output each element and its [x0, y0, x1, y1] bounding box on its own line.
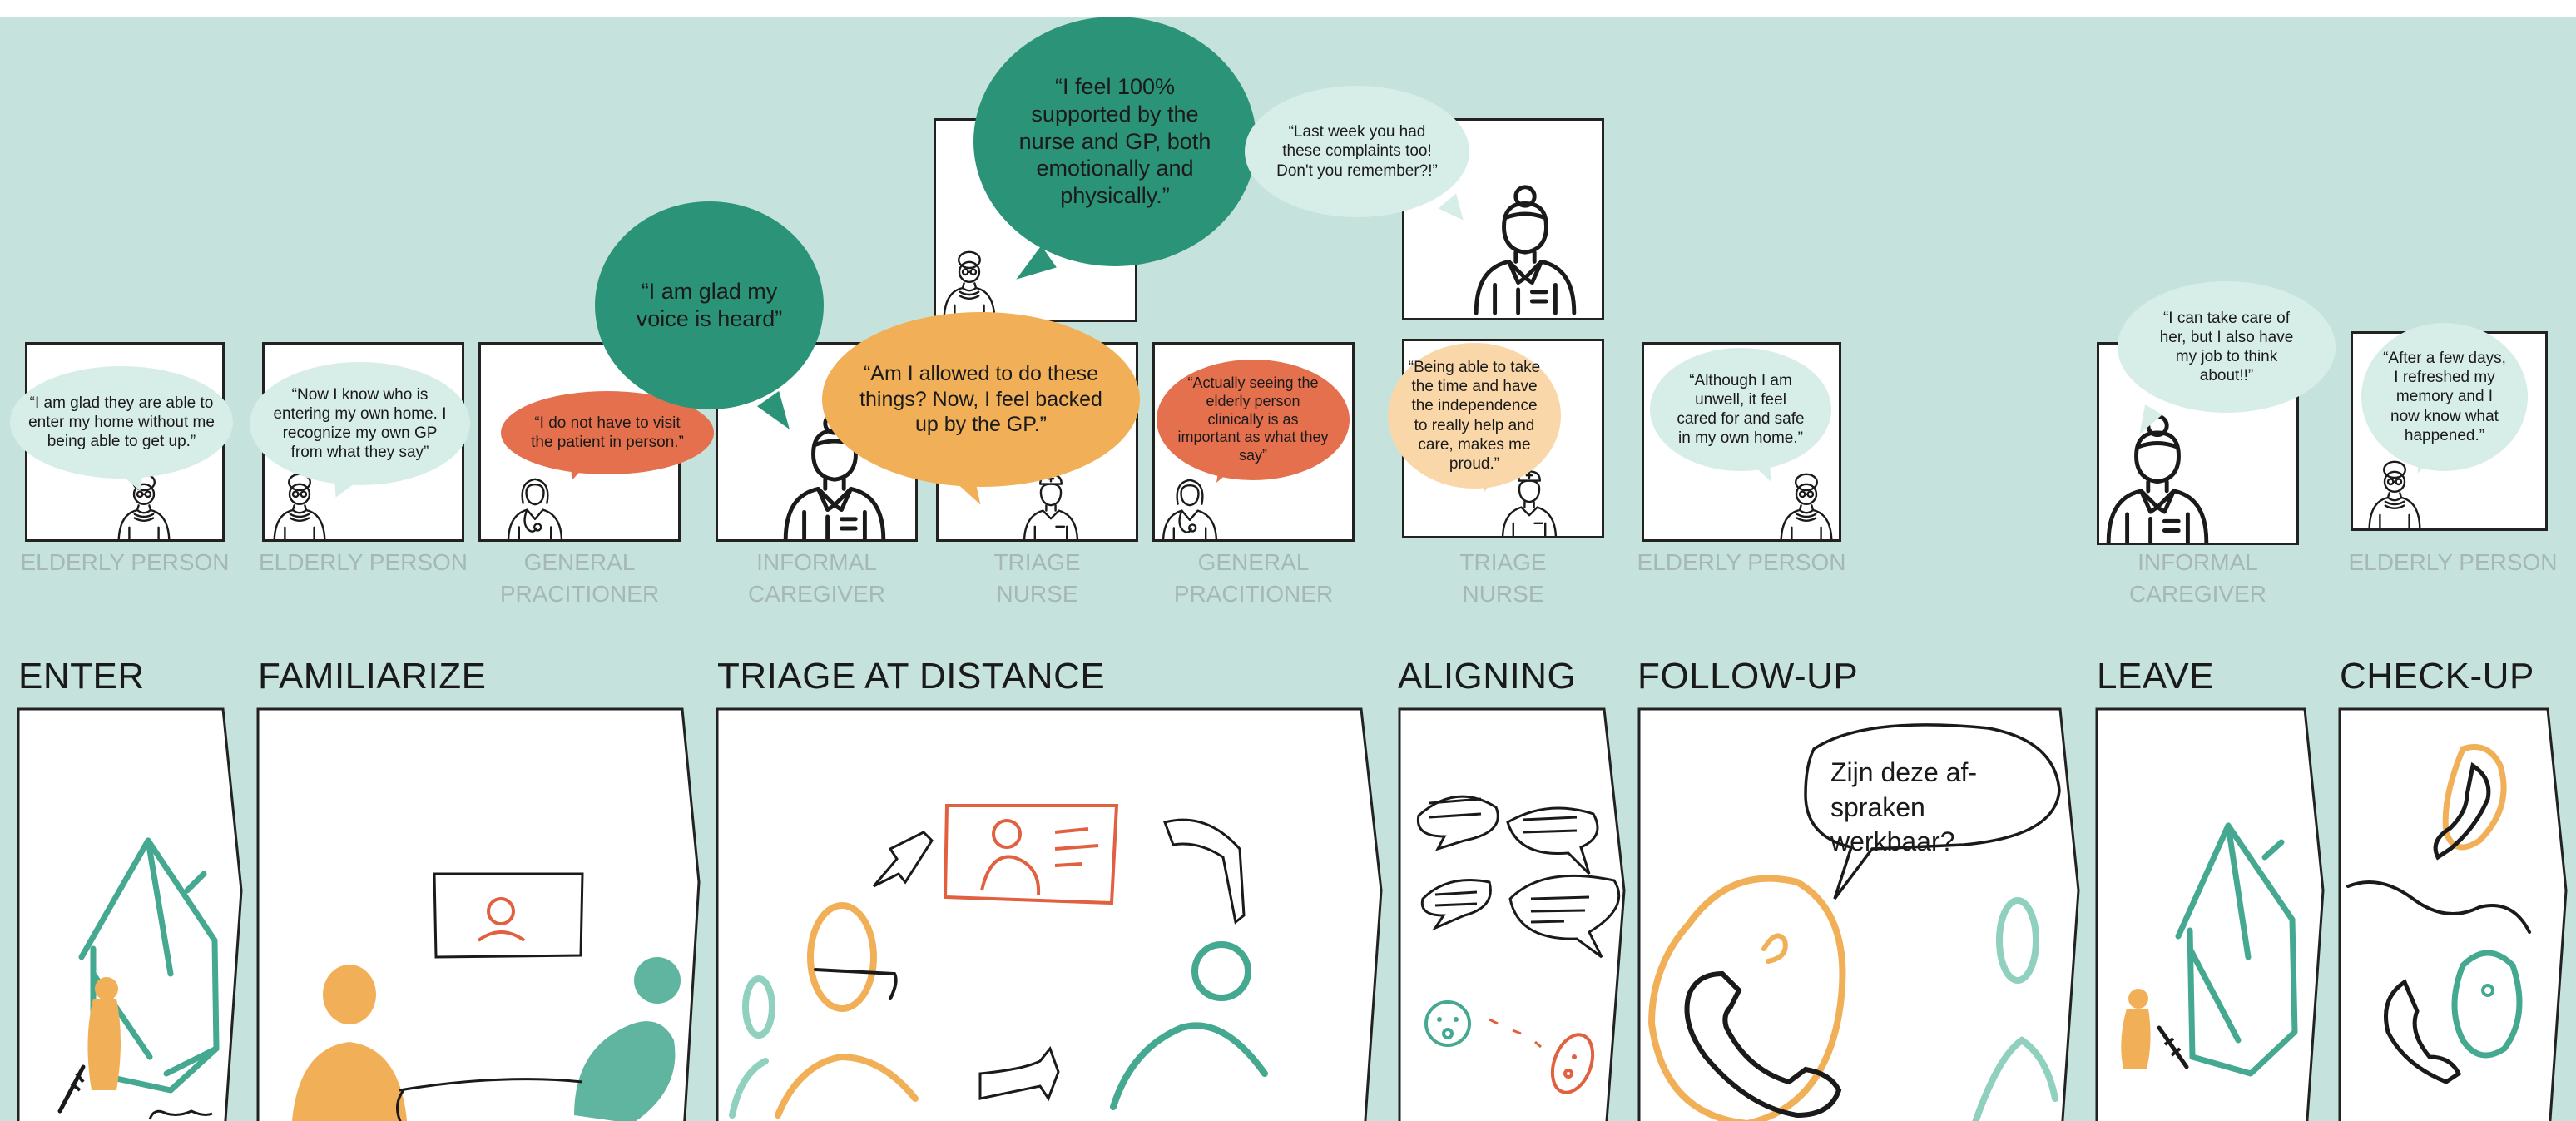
quote-bubble-elderly-enter: “I am glad they are able to enter my hom…	[10, 366, 233, 479]
quote-bubble-elderly-safe: “Although I am unwell, it feel cared for…	[1650, 348, 1831, 471]
quote-bubble-gp-clinical: “Actually seeing the elderly person clin…	[1157, 360, 1350, 480]
person-with-stick-icon	[57, 977, 213, 1120]
chat-bubbles-icon	[1416, 795, 1621, 959]
person-orange-icon	[291, 965, 408, 1121]
role-label: GENERAL PRACITIONER	[1173, 549, 1334, 607]
patient-card-icon	[943, 804, 1119, 905]
role-label: ELDERLY PERSON	[258, 549, 468, 575]
panel-triage	[716, 707, 1383, 1121]
person-outline-icons	[729, 902, 1268, 1119]
quote-text: “I feel 100% supported by the nurse and …	[1018, 73, 1211, 209]
followup-speech-text: Zijn deze af- spraken werkbaar?	[1830, 756, 2047, 860]
role-label: GENERAL PRACITIONER	[499, 549, 660, 607]
panel-familiarize	[256, 707, 701, 1121]
followup-speech-line: spraken werkbaar?	[1830, 791, 1955, 857]
role-label: ELDERLY PERSON	[20, 549, 230, 575]
followup-speech-line: Zijn deze af-	[1830, 757, 1978, 787]
quote-bubble-caregiver-heard: “I am glad my voice is heard”	[595, 201, 824, 409]
role-label: INFORMAL CAREGIVER	[748, 549, 885, 607]
quote-text: “I can take care of her, but I also have…	[2159, 309, 2294, 385]
stage-title-aligning: ALIGNING	[1398, 656, 1577, 697]
quote-bubble-nurse-backed: “Am I allowed to do these things? Now, I…	[822, 312, 1140, 487]
quote-text: “I am glad they are able to enter my hom…	[28, 394, 215, 451]
arrow-icon	[872, 818, 1246, 1102]
quote-bubble-elderly-familiarize: “Now I know who is entering my own home.…	[250, 362, 470, 485]
role-label: TRIAGE NURSE	[993, 549, 1081, 607]
quote-text: “After a few days, I refreshed my memory…	[2383, 350, 2506, 444]
quote-bubble-nurse-reminder: “Last week you had these complaints too!…	[1245, 86, 1469, 217]
panel-followup	[1637, 707, 2080, 1121]
quote-text: “Am I allowed to do these things? Now, I…	[859, 362, 1102, 437]
quote-text: “I do not have to visit the patient in p…	[531, 414, 684, 451]
quote-bubble-elderly-supported: “I feel 100% supported by the nurse and …	[973, 17, 1256, 266]
stage-title-checkup: CHECK-UP	[2340, 656, 2534, 697]
stage-title-followup: FOLLOW-UP	[1637, 656, 1859, 697]
quote-bubble-caregiver-job: “I can take care of her, but I also have…	[2118, 281, 2336, 413]
quote-text: “Being able to take the time and have th…	[1408, 358, 1541, 473]
quote-text: “Now I know who is entering my own home.…	[273, 385, 447, 462]
quote-bubble-nurse-proud: “Being able to take the time and have th…	[1388, 343, 1561, 489]
person-teal-icon	[574, 957, 681, 1121]
stage-title-triage: TRIAGE AT DISTANCE	[717, 656, 1106, 697]
phone-icon	[1647, 875, 2058, 1121]
quote-bubble-elderly-memory: “After a few days, I refreshed my memory…	[2361, 323, 2528, 471]
house-icon	[2175, 822, 2298, 1077]
person-with-stick-icon	[2121, 989, 2189, 1069]
faces-icon	[1424, 1000, 1595, 1094]
stage-title-familiarize: FAMILIARIZE	[258, 656, 487, 697]
storyboard-canvas: “I am glad they are able to enter my hom…	[0, 17, 2576, 1121]
stage-title-leave: LEAVE	[2097, 656, 2215, 697]
role-label: INFORMAL CAREGIVER	[2129, 549, 2266, 607]
panel-enter	[17, 707, 243, 1121]
journey-panels	[17, 707, 2568, 1121]
panel-leave	[2095, 707, 2325, 1121]
quote-text: “Although I am unwell, it feel cared for…	[1677, 371, 1805, 448]
stage-title-enter: ENTER	[18, 656, 145, 697]
phone-icon	[2346, 744, 2531, 1084]
quote-text: “Actually seeing the elderly person clin…	[1177, 374, 1329, 464]
role-label: ELDERLY PERSON	[2348, 549, 2558, 575]
quote-text: “Last week you had these complaints too!…	[1276, 123, 1438, 180]
video-screen-icon	[433, 872, 584, 959]
role-label: ELDERLY PERSON	[1637, 549, 1846, 575]
speech-bubble-outline	[1804, 723, 2061, 900]
quote-text: “I am glad my voice is heard”	[636, 279, 783, 331]
table-icon	[396, 1078, 583, 1121]
role-label: TRIAGE NURSE	[1459, 549, 1547, 607]
